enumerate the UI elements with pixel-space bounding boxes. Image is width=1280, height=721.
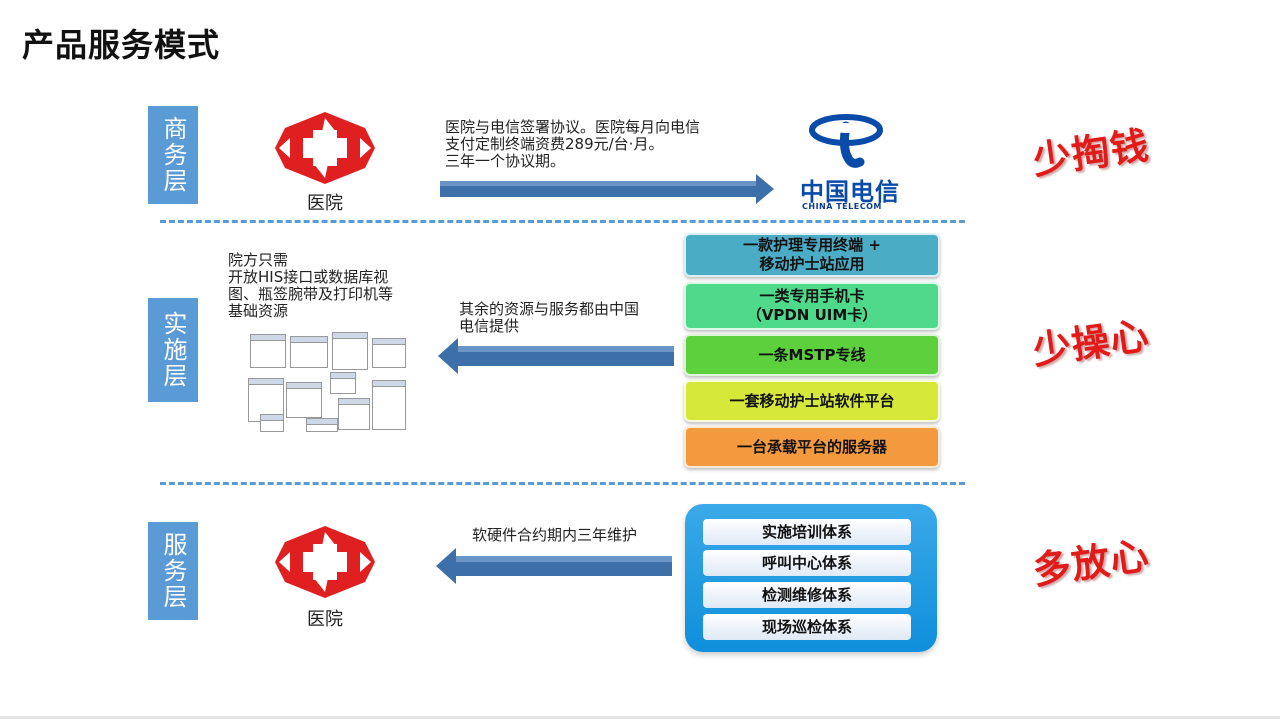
resource-line: 一套移动护士站软件平台 (729, 391, 895, 410)
layer-implementation-label: 实施层 (159, 311, 187, 389)
slogan-peace-of-mind: 多放心 (1029, 533, 1152, 593)
service-system-item: 呼叫中心体系 (703, 550, 911, 576)
telecom-name-cn: 中国电信 (800, 177, 900, 206)
china-telecom-logo-icon (808, 112, 888, 172)
business-note-line: 医院与电信签署协议。医院每月向电信 (445, 118, 701, 136)
hospital-requirements-note: 院方只需 开放HIS接口或数据库视 图、瓶签腕带及打印机等 基础资源 (228, 252, 393, 320)
telecom-name-en: CHINA TELECOM (802, 202, 882, 211)
resource-sim-card-box: 一类专用手机卡 （VPDN UIM卡） (684, 282, 940, 330)
layer-service-box: 服务层 (148, 522, 198, 620)
separator-line-top (160, 220, 965, 223)
resource-line: 一款护理专用终端 + (743, 236, 881, 254)
requirement-line: 图、瓶签腕带及打印机等 (228, 285, 394, 303)
layer-service-label: 服务层 (159, 532, 187, 610)
slogan-save-money: 少掏钱 (1029, 123, 1152, 183)
layer-business-label: 商务层 (159, 116, 187, 194)
service-system-item: 实施培训体系 (703, 519, 911, 545)
provides-line: 电信提供 (459, 317, 520, 335)
business-note-line: 支付定制终端资费289元/台·月。 (445, 135, 664, 153)
service-system-item: 现场巡检体系 (703, 614, 911, 640)
maintenance-note: 软硬件合约期内三年维护 (472, 526, 638, 544)
hospital-cross-icon (270, 108, 380, 188)
resource-line: 一台承载平台的服务器 (736, 437, 887, 456)
arrow-left-icon (434, 546, 674, 590)
hospital-label-bottom: 医院 (307, 609, 343, 630)
resource-line: 一条MSTP专线 (758, 345, 866, 364)
layer-implementation-box: 实施层 (148, 298, 198, 402)
arrow-left-icon (436, 336, 676, 380)
slogan-less-worry: 少操心 (1029, 313, 1152, 373)
business-agreement-note: 医院与电信签署协议。医院每月向电信 支付定制终端资费289元/台·月。 三年一个… (445, 119, 700, 170)
separator-line-bottom (160, 482, 965, 485)
page-title: 产品服务模式 (22, 26, 221, 64)
resource-line: 移动护士站应用 (759, 255, 865, 273)
requirement-line: 院方只需 (228, 251, 289, 269)
resource-terminal-box: 一款护理专用终端 + 移动护士站应用 (684, 233, 940, 277)
telecom-provides-note: 其余的资源与服务都由中国 电信提供 (459, 301, 639, 335)
service-systems-panel: 实施培训体系 呼叫中心体系 检测维修体系 现场巡检体系 (685, 504, 937, 652)
resource-mstp-line-box: 一条MSTP专线 (684, 334, 940, 376)
hospital-label-top: 医院 (307, 193, 343, 214)
resource-line: 一类专用手机卡 (759, 287, 865, 305)
resource-server-box: 一台承载平台的服务器 (684, 426, 940, 468)
service-system-item: 检测维修体系 (703, 582, 911, 608)
hospital-cross-icon (270, 522, 380, 602)
requirement-line: 开放HIS接口或数据库视 (228, 268, 389, 286)
layer-business-box: 商务层 (148, 106, 198, 204)
resource-software-platform-box: 一套移动护士站软件平台 (684, 380, 940, 422)
provides-line: 其余的资源与服务都由中国 (459, 300, 640, 318)
requirement-line: 基础资源 (228, 302, 289, 320)
footer-divider (0, 716, 1280, 719)
database-schema-thumbnail (246, 330, 408, 432)
arrow-right-icon (440, 172, 780, 212)
business-note-line: 三年一个协议期。 (445, 152, 566, 170)
resource-line: （VPDN UIM卡） (746, 306, 878, 324)
